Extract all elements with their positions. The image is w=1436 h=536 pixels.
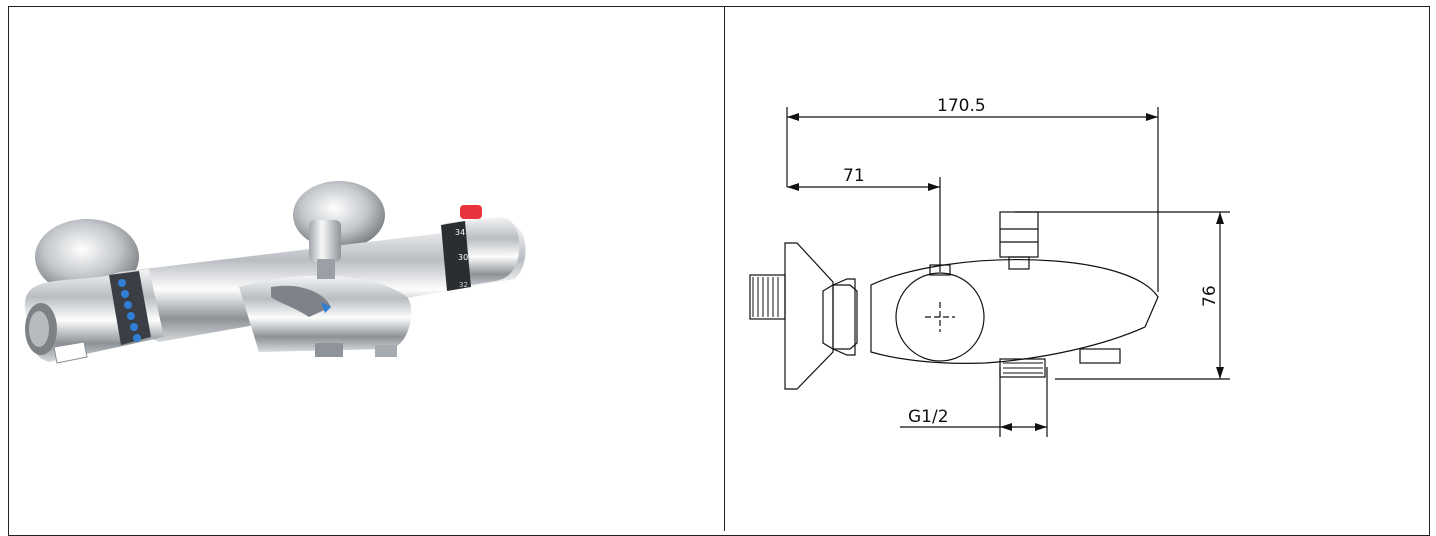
spout bbox=[239, 275, 412, 352]
blue-grip-dots bbox=[118, 279, 141, 342]
spout-outlet bbox=[375, 345, 397, 357]
inlet-thread bbox=[749, 274, 786, 320]
diverter-cap bbox=[999, 211, 1039, 258]
bottom-thread bbox=[999, 358, 1046, 378]
scale-mark-30: 30 bbox=[458, 253, 468, 262]
scale-mark-32: 32 bbox=[459, 281, 468, 289]
technical-drawing-panel: 170.5 71 76 G1/2 bbox=[725, 7, 1429, 531]
scale-ring bbox=[441, 221, 471, 291]
handle-circle bbox=[895, 272, 985, 362]
spout-indicator bbox=[321, 302, 331, 313]
diverter-stem bbox=[317, 259, 335, 279]
inlet-thread-hatch bbox=[752, 277, 779, 317]
product-photo-panel: 34 30 32 bbox=[9, 7, 723, 531]
scale-mark-34: 34 bbox=[455, 228, 465, 237]
bottom-outlet bbox=[315, 343, 343, 357]
hot-limit-button bbox=[460, 205, 482, 219]
diverter-stem-outline bbox=[1008, 256, 1030, 270]
handle-end-cap-center bbox=[29, 311, 49, 347]
wall-plate bbox=[784, 242, 834, 390]
hex-nut bbox=[822, 284, 858, 350]
dim-label-overall: 170.5 bbox=[937, 96, 986, 116]
diverter-knob bbox=[309, 220, 341, 262]
dimension-arrows bbox=[787, 113, 1224, 431]
safety-button bbox=[53, 341, 88, 364]
valve-body-outline bbox=[870, 259, 1159, 364]
faucet-photo: 34 30 32 bbox=[24, 181, 526, 364]
hex-nut-inner bbox=[832, 278, 856, 356]
dim-label-76: 76 bbox=[1200, 285, 1220, 307]
spout-tip bbox=[1079, 348, 1121, 364]
spout-recess bbox=[271, 285, 331, 317]
dim-label-thread: G1/2 bbox=[908, 407, 949, 427]
top-stud bbox=[929, 264, 951, 276]
dim-label-71: 71 bbox=[843, 166, 865, 186]
column-divider bbox=[724, 6, 725, 531]
bottom-thread-hatch bbox=[1003, 362, 1043, 374]
dimension-drawing: 170.5 71 76 G1/2 bbox=[749, 96, 1230, 437]
